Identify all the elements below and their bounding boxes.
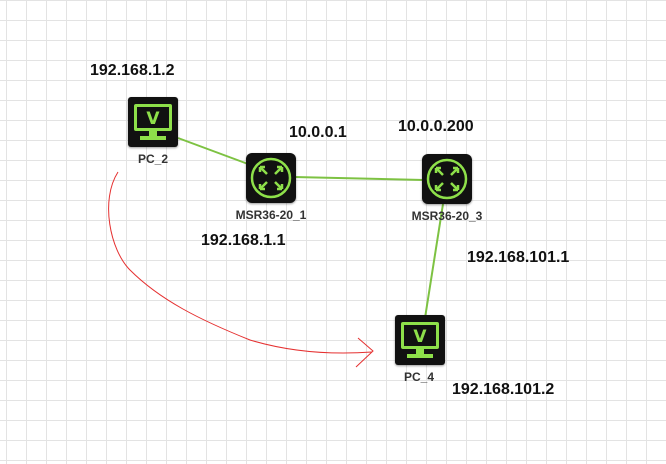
ip-label-pc-2: 192.168.1.2 [90,62,175,79]
router-arrows-icon [422,154,472,204]
device-label-pc-2: PC_2 [137,152,169,166]
device-label-router-1: MSR36-20_1 [235,208,307,222]
router-arrows-icon [246,153,296,203]
monitor-v-icon: V [128,97,178,147]
ip-label-pc-4: 192.168.101.2 [452,381,555,398]
monitor-v-icon: V [395,315,445,365]
annotation-arrow [108,171,373,354]
device-label-pc-4: PC_4 [403,370,435,384]
annotation-arrowhead [355,337,374,368]
ip-label-router-1-lan: 192.168.1.1 [201,232,286,249]
device-label-router-3: MSR36-20_3 [411,209,483,223]
svg-text:V: V [413,327,427,347]
ip-label-router-3-wan: 10.0.0.200 [398,118,474,135]
svg-text:V: V [146,109,160,129]
link-pc2-r1[interactable] [177,137,249,165]
ip-label-router-3-lan: 192.168.101.1 [467,249,570,266]
link-r3-pc4[interactable] [424,203,444,319]
ip-label-router-1-wan: 10.0.0.1 [289,124,347,141]
link-r1-r3[interactable] [293,176,425,181]
